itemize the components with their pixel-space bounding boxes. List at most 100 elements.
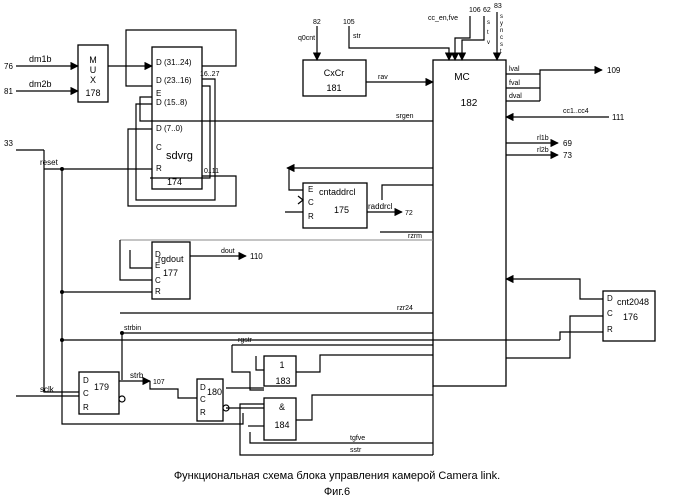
svg-text:rgdout: rgdout (158, 254, 184, 264)
svg-text:raddrcl: raddrcl (368, 202, 393, 211)
svg-text:M: M (89, 55, 97, 65)
trigger-179-block: D C R 179 (79, 372, 125, 414)
svg-text:s: s (500, 42, 503, 48)
svg-text:sclk: sclk (40, 385, 55, 394)
svg-text:R: R (607, 325, 613, 334)
svg-text:C: C (308, 198, 314, 207)
svg-text:&: & (279, 402, 285, 412)
svg-text:tgfve: tgfve (350, 435, 365, 442)
svg-text:str: str (353, 33, 361, 40)
svg-text:0..11: 0..11 (204, 168, 219, 175)
cntaddrcl-175-block: E C R cntaddrcl 175 (303, 183, 367, 228)
svg-text:177: 177 (163, 268, 178, 278)
svg-text:s: s (487, 20, 490, 26)
svg-text:D (31..24): D (31..24) (156, 58, 192, 67)
svg-text:82: 82 (313, 19, 321, 26)
svg-text:105: 105 (343, 19, 355, 26)
svg-text:R: R (200, 408, 206, 417)
svg-text:rgstr: rgstr (238, 337, 253, 344)
svg-text:179: 179 (94, 382, 109, 392)
svg-text:106: 106 (469, 7, 481, 14)
svg-text:y: y (500, 21, 503, 27)
svg-text:cc1..cc4: cc1..cc4 (563, 108, 589, 115)
mc-182-block: MC 182 (433, 60, 506, 386)
svg-text:sstr: sstr (350, 447, 362, 454)
svg-text:c: c (500, 35, 503, 41)
svg-text:72: 72 (405, 210, 413, 217)
svg-text:D: D (607, 294, 613, 303)
svg-text:D: D (83, 376, 89, 385)
svg-text:MC: MC (454, 72, 470, 83)
svg-text:D (7..0): D (7..0) (156, 124, 183, 133)
svg-text:dout: dout (221, 248, 235, 255)
svg-text:cntaddrcl: cntaddrcl (319, 187, 356, 197)
svg-text:dm2b: dm2b (29, 79, 52, 89)
svg-text:t: t (487, 30, 489, 36)
svg-text:107: 107 (153, 379, 165, 386)
svg-text:CxCr: CxCr (324, 68, 345, 78)
svg-text:182: 182 (461, 98, 478, 109)
svg-text:sdvrg: sdvrg (166, 150, 193, 162)
svg-text:rav: rav (378, 74, 388, 81)
svg-text:176: 176 (623, 312, 638, 322)
svg-text:X: X (90, 75, 96, 85)
svg-text:111: 111 (612, 113, 625, 122)
svg-text:76: 76 (4, 62, 13, 71)
svg-text:E: E (308, 185, 313, 194)
sdvrg-174-block: D (31..24) D (23..16) E D (15..8) D (7..… (152, 47, 202, 189)
svg-text:62: 62 (483, 7, 491, 14)
figure-label: Фиг.6 (0, 486, 674, 498)
svg-text:dval: dval (509, 93, 522, 100)
svg-text:109: 109 (607, 66, 621, 75)
svg-text:R: R (308, 212, 314, 221)
gate-184-block: & 184 (264, 398, 296, 440)
mux-178-block: M U X 178 (78, 45, 108, 102)
cnt2048-176-block: D C R cnt2048 176 (603, 291, 655, 341)
svg-text:83: 83 (494, 3, 502, 10)
svg-text:110: 110 (250, 252, 263, 261)
svg-text:C: C (607, 309, 613, 318)
svg-text:178: 178 (85, 88, 100, 98)
svg-text:rzrm: rzrm (408, 233, 422, 240)
svg-text:73: 73 (563, 151, 572, 160)
figure-caption: Функциональная схема блока управления ка… (0, 470, 674, 482)
stv-letters: s t v (487, 20, 490, 46)
svg-text:dm1b: dm1b (29, 54, 52, 64)
svg-text:R: R (155, 287, 161, 296)
svg-text:fval: fval (509, 80, 520, 87)
svg-text:cnt2048: cnt2048 (617, 297, 649, 307)
svg-text:33: 33 (4, 139, 13, 148)
svg-text:69: 69 (563, 139, 572, 148)
svg-text:E: E (155, 261, 160, 270)
svg-text:srgen: srgen (396, 113, 414, 120)
svg-text:81: 81 (4, 87, 13, 96)
svg-text:180: 180 (207, 387, 222, 397)
svg-text:C: C (156, 143, 162, 152)
svg-text:183: 183 (275, 376, 290, 386)
sync-letters: s y n c s t (500, 14, 503, 55)
svg-text:U: U (90, 65, 97, 75)
svg-text:reset: reset (40, 158, 59, 167)
gate-183-block: 1 183 (264, 356, 296, 386)
svg-text:R: R (156, 164, 162, 173)
svg-text:lval: lval (509, 66, 520, 73)
cxcr-181-block: CxCr 181 (303, 60, 366, 96)
rgdout-177-block: D rgdout E 177 C R (152, 242, 190, 299)
svg-text:rl1b: rl1b (537, 135, 549, 142)
svg-text:v: v (487, 40, 490, 46)
svg-text:184: 184 (274, 420, 289, 430)
svg-text:t: t (500, 49, 502, 55)
svg-text:181: 181 (326, 83, 341, 93)
svg-text:R: R (83, 403, 89, 412)
svg-text:rzr24: rzr24 (397, 305, 413, 312)
svg-text:rl2b: rl2b (537, 147, 549, 154)
svg-text:n: n (500, 28, 503, 34)
trigger-180-block: D C R 180 (197, 379, 229, 421)
svg-text:D: D (200, 383, 206, 392)
svg-text:C: C (155, 276, 161, 285)
svg-text:strbin: strbin (124, 325, 141, 332)
svg-text:1: 1 (279, 360, 284, 370)
svg-text:s: s (500, 14, 503, 20)
svg-text:16..27: 16..27 (200, 71, 220, 78)
